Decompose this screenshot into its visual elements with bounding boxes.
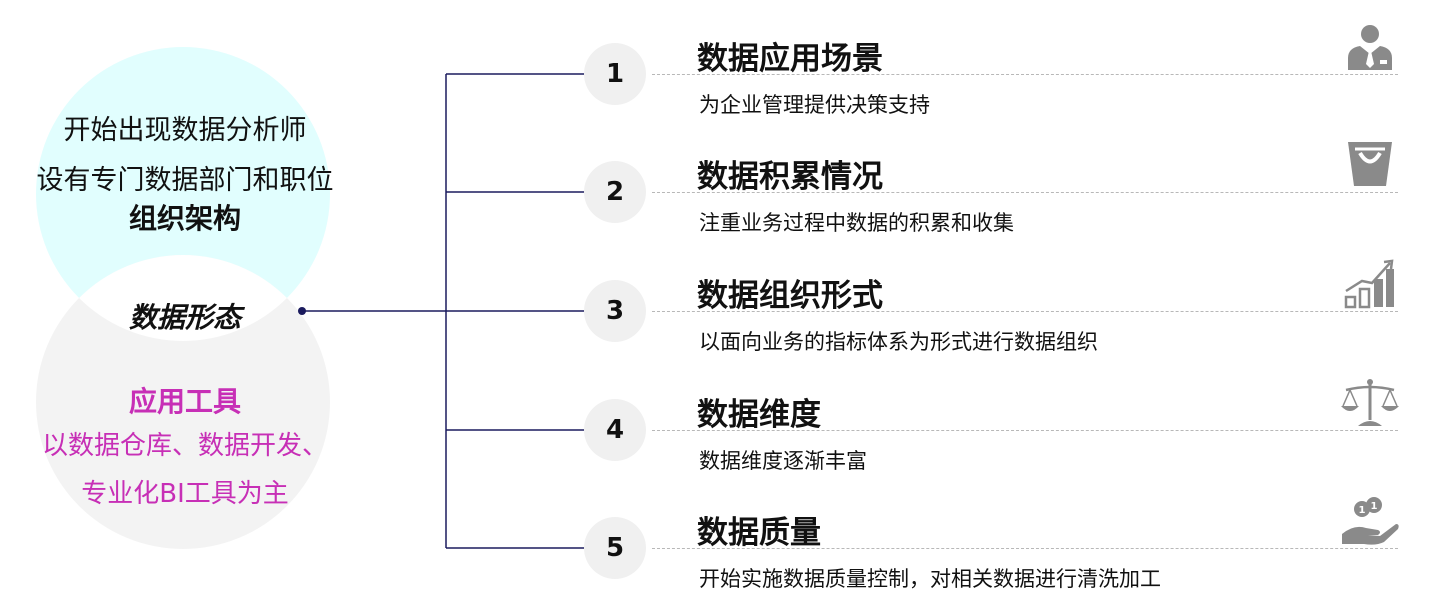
step-number-5: 5 bbox=[584, 517, 646, 579]
growth-chart-icon bbox=[1344, 259, 1394, 309]
divider-3 bbox=[652, 311, 1398, 312]
item-desc-2: 注重业务过程中数据的积累和收集 bbox=[699, 211, 1014, 235]
step-number-2: 2 bbox=[584, 161, 646, 223]
step-number-1: 1 bbox=[584, 43, 646, 105]
analyst-text: 开始出现数据分析师 bbox=[63, 115, 307, 146]
shopping-bag-icon bbox=[1348, 142, 1392, 186]
item-desc-3: 以面向业务的指标体系为形式进行数据组织 bbox=[699, 330, 1098, 354]
department-text: 设有专门数据部门和职位 bbox=[36, 165, 334, 196]
divider-1 bbox=[652, 74, 1398, 75]
item-title-1: 数据应用场景 bbox=[697, 41, 883, 77]
item-desc-1: 为企业管理提供决策支持 bbox=[699, 93, 930, 117]
divider-5 bbox=[652, 548, 1398, 549]
divider-2 bbox=[652, 192, 1398, 193]
coins-hand-icon: 1 1 bbox=[1342, 497, 1399, 545]
app-tools-title: 应用工具 bbox=[128, 385, 241, 418]
org-structure-title: 组织架构 bbox=[128, 202, 241, 235]
svg-text:1: 1 bbox=[1359, 505, 1366, 516]
data-form-label: 数据形态 bbox=[128, 301, 241, 334]
divider-4 bbox=[652, 430, 1398, 431]
step-number-3: 3 bbox=[584, 280, 646, 342]
item-title-5: 数据质量 bbox=[697, 515, 821, 551]
app-tools-line-1: 以数据仓库、数据开发、 bbox=[41, 431, 328, 461]
app-tools-line-2: 专业化BI工具为主 bbox=[81, 479, 289, 509]
businessman-icon bbox=[1348, 25, 1392, 70]
item-desc-4: 数据维度逐渐丰富 bbox=[699, 449, 867, 473]
step-number-4: 4 bbox=[584, 399, 646, 461]
item-desc-5: 开始实施数据质量控制，对相关数据进行清洗加工 bbox=[699, 567, 1161, 591]
item-title-2: 数据积累情况 bbox=[697, 159, 883, 195]
item-title-4: 数据维度 bbox=[697, 397, 821, 433]
balance-scale-icon bbox=[1341, 379, 1399, 426]
item-title-3: 数据组织形式 bbox=[697, 278, 883, 314]
svg-text:1: 1 bbox=[1371, 501, 1378, 512]
